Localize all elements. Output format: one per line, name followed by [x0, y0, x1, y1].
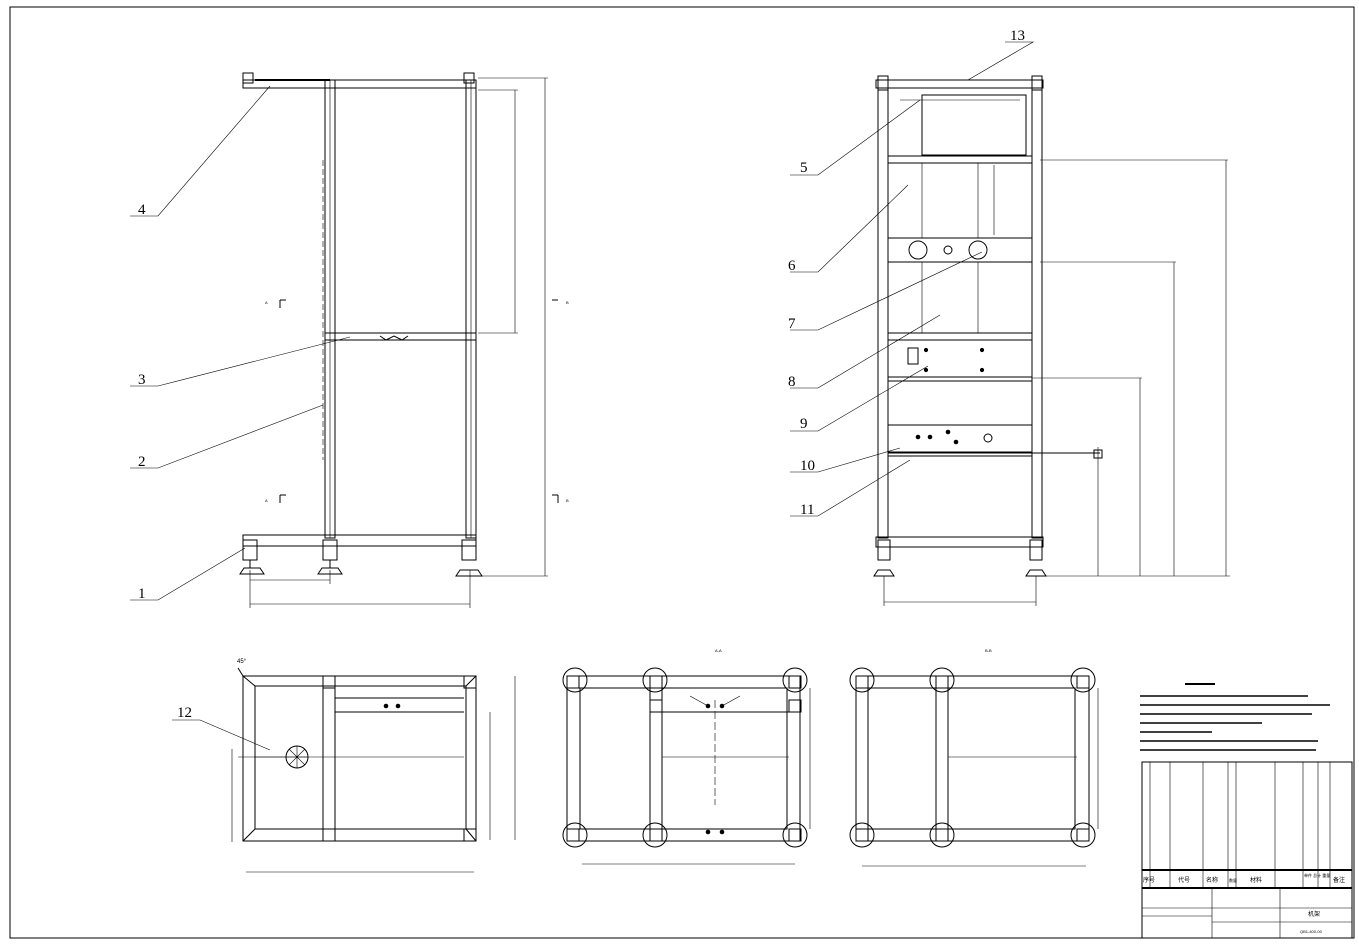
callout-6: 6 [788, 258, 796, 274]
callout-5: 5 [800, 160, 808, 176]
front-view [873, 75, 1230, 606]
angle-label: 45° [237, 659, 247, 665]
callouts: 1 2 3 4 5 6 7 8 9 10 11 12 13 [130, 28, 1035, 751]
bom-header-no: 序号 [1143, 876, 1155, 884]
drawing-border [9, 6, 1355, 939]
view-mark-a-bottom: A [265, 498, 268, 503]
callout-2: 2 [138, 454, 146, 470]
drawing-number: QB1-400-00 [1300, 929, 1323, 934]
callout-11: 11 [800, 502, 814, 518]
callout-12: 12 [177, 705, 192, 721]
view-mark-b: B [566, 300, 569, 305]
callout-13: 13 [1010, 28, 1025, 44]
callout-8: 8 [788, 374, 796, 390]
part-name: 机架 [1308, 910, 1320, 918]
section-a-title: A-A [715, 648, 722, 653]
section-b-title: B-B [985, 648, 992, 653]
callout-9: 9 [800, 416, 808, 432]
bom-header-remark: 备注 [1333, 876, 1345, 884]
bom-header-name: 名称 [1206, 876, 1218, 884]
view-mark-a: A [265, 300, 268, 305]
bom-table: 序号 代号 名称 数量 材料 单件 总计 重量 备注 机架 QB1-400-00 [1141, 761, 1353, 939]
side-view: A A B B [239, 72, 569, 608]
callout-7: 7 [788, 316, 796, 332]
bom-header-code: 代号 [1178, 876, 1190, 884]
callout-10: 10 [800, 458, 815, 474]
section-view-a: A-A [562, 648, 811, 865]
section-view-b: B-B [849, 648, 1099, 867]
bom-header-qty: 数量 [1229, 877, 1237, 883]
bom-header-weight: 单件 总计 重量 [1304, 872, 1330, 878]
bom-header-material: 材料 [1250, 876, 1262, 884]
technical-notes [1140, 683, 1330, 751]
callout-4: 4 [138, 202, 146, 218]
callout-1: 1 [138, 586, 146, 602]
view-mark-b-bottom: B [566, 498, 569, 503]
callout-3: 3 [138, 372, 146, 388]
plan-view-left: 45° [231, 659, 516, 873]
